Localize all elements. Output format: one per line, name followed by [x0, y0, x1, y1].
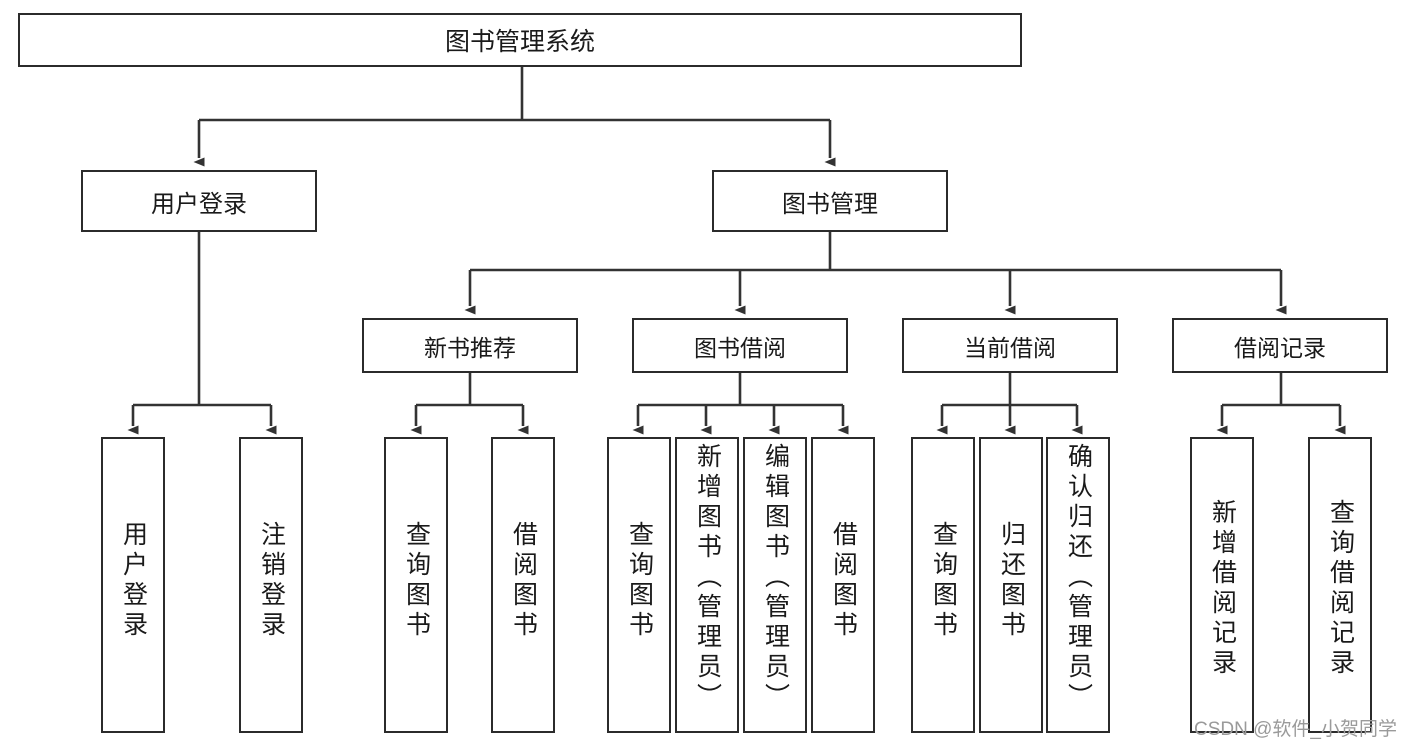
leaf-add-borrow-record-label: 新增借阅记录 [1208, 499, 1237, 679]
leaf-confirm-return-admin[interactable]: 确认归还（管理员） [1046, 437, 1110, 733]
leaf-add-book-admin-label: 新增图书（管理员） [693, 443, 722, 713]
leaf-query-book-borrow[interactable]: 查询图书 [607, 437, 671, 733]
leaf-borrow-book-label: 借阅图书 [829, 521, 858, 641]
leaf-edit-book-admin[interactable]: 编辑图书（管理员） [743, 437, 807, 733]
node-borrow-record[interactable]: 借阅记录 [1172, 318, 1388, 373]
node-user-login-label: 用户登录 [151, 190, 247, 218]
node-book-management[interactable]: 图书管理 [712, 170, 948, 232]
leaf-user-login[interactable]: 用户登录 [101, 437, 165, 733]
leaf-user-login-label: 用户登录 [119, 521, 148, 641]
leaf-logout[interactable]: 注销登录 [239, 437, 303, 733]
leaf-borrow-book[interactable]: 借阅图书 [811, 437, 875, 733]
node-new-book-recommend[interactable]: 新书推荐 [362, 318, 578, 373]
leaf-return-book[interactable]: 归还图书 [979, 437, 1043, 733]
node-book-borrow[interactable]: 图书借阅 [632, 318, 848, 373]
leaf-query-book-newbook-label: 查询图书 [402, 521, 431, 641]
leaf-query-borrow-record-label: 查询借阅记录 [1326, 499, 1355, 679]
leaf-add-book-admin[interactable]: 新增图书（管理员） [675, 437, 739, 733]
node-user-login[interactable]: 用户登录 [81, 170, 317, 232]
leaf-query-book-current[interactable]: 查询图书 [911, 437, 975, 733]
node-root[interactable]: 图书管理系统 [18, 13, 1022, 67]
node-book-management-label: 图书管理 [782, 190, 878, 218]
leaf-query-book-current-label: 查询图书 [929, 521, 958, 641]
leaf-query-book-borrow-label: 查询图书 [625, 521, 654, 641]
leaf-add-borrow-record[interactable]: 新增借阅记录 [1190, 437, 1254, 733]
node-book-borrow-label: 图书借阅 [694, 334, 786, 361]
leaf-edit-book-admin-label: 编辑图书（管理员） [761, 443, 790, 713]
watermark: CSDN @软件_小贺同学 [1194, 719, 1397, 740]
node-root-label: 图书管理系统 [444, 28, 595, 56]
node-borrow-record-label: 借阅记录 [1234, 334, 1326, 361]
leaf-query-borrow-record[interactable]: 查询借阅记录 [1308, 437, 1372, 733]
leaf-borrow-book-newbook-label: 借阅图书 [509, 521, 538, 641]
leaf-logout-label: 注销登录 [257, 521, 286, 641]
node-current-borrow[interactable]: 当前借阅 [902, 318, 1118, 373]
leaf-borrow-book-newbook[interactable]: 借阅图书 [491, 437, 555, 733]
leaf-confirm-return-admin-label: 确认归还（管理员） [1064, 443, 1093, 713]
leaf-return-book-label: 归还图书 [997, 521, 1026, 641]
node-new-book-recommend-label: 新书推荐 [424, 334, 516, 361]
leaf-query-book-newbook[interactable]: 查询图书 [384, 437, 448, 733]
node-current-borrow-label: 当前借阅 [964, 334, 1056, 361]
